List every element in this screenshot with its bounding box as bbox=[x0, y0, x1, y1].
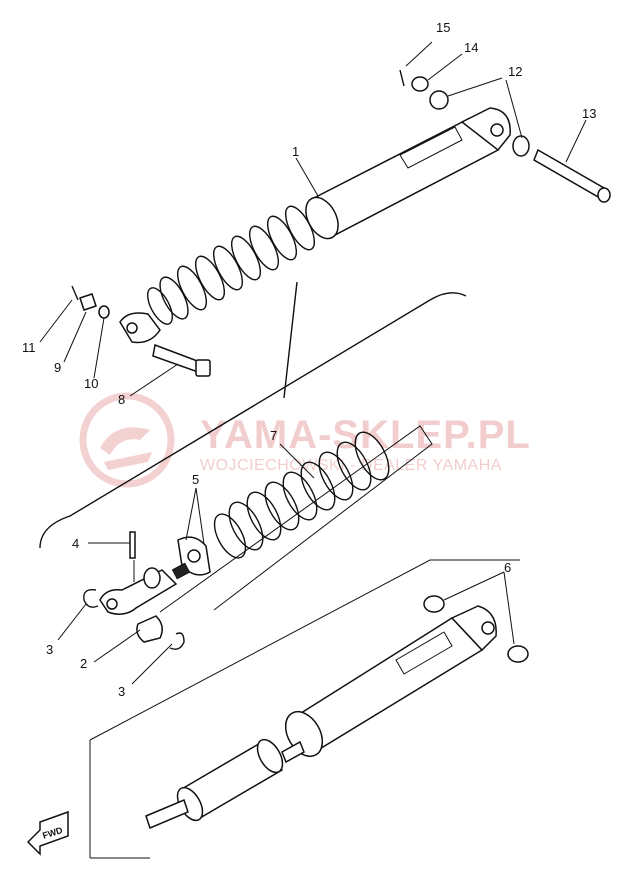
callout-1: 1 bbox=[292, 144, 299, 159]
bolt-8-head bbox=[195, 359, 211, 377]
callout-3b: 3 bbox=[118, 684, 125, 699]
fwd-arrow-icon bbox=[26, 810, 69, 856]
callout-5: 5 bbox=[192, 472, 199, 487]
damper-label-plate bbox=[395, 631, 453, 675]
circlip-3-left bbox=[83, 589, 99, 608]
damper-rod bbox=[281, 740, 305, 764]
shock-top-eye-hole bbox=[490, 123, 504, 137]
shock-bottom-eye bbox=[119, 312, 161, 344]
valve-stem bbox=[145, 798, 189, 830]
washer-10 bbox=[98, 305, 110, 319]
callout-3a: 3 bbox=[46, 642, 53, 657]
shock-body-upper bbox=[308, 117, 500, 236]
collar-6-b bbox=[507, 645, 529, 663]
leader-lines-upper bbox=[39, 41, 587, 397]
watermark-title: YAMA-SKLEP.PL bbox=[200, 413, 531, 457]
exploded-box-top bbox=[159, 425, 433, 613]
shock-spring-upper bbox=[146, 205, 316, 325]
shock-bottom-eye-hole bbox=[126, 322, 138, 334]
callout-4: 4 bbox=[72, 536, 79, 551]
exploded-box-mid bbox=[89, 559, 520, 741]
watermark-subtitle: WOJCIECHOWSKI - DEALER YAMAHA bbox=[200, 457, 502, 474]
fwd-arrow-badge: FWD bbox=[26, 810, 69, 856]
shaft-13 bbox=[533, 148, 605, 200]
cotter-pin-15 bbox=[399, 69, 405, 87]
callout-labels: 1 2 3 3 4 5 6 7 8 9 10 11 12 13 14 15 bbox=[22, 20, 596, 699]
callout-14: 14 bbox=[464, 40, 478, 55]
damper-top-eye-hole bbox=[481, 621, 495, 635]
collar-12-a bbox=[429, 90, 449, 110]
callout-2: 2 bbox=[80, 656, 87, 671]
watermark-logo bbox=[79, 392, 175, 488]
collar-12-b bbox=[512, 135, 530, 157]
callout-13: 13 bbox=[582, 106, 596, 121]
callout-9: 9 bbox=[54, 360, 61, 375]
damper-top-eye bbox=[450, 605, 497, 652]
reservoir-cap bbox=[256, 738, 284, 774]
assembly-link-line bbox=[283, 281, 298, 399]
section-divider bbox=[39, 292, 467, 549]
shock-top-eye bbox=[460, 107, 511, 152]
nut-9 bbox=[79, 293, 97, 311]
callout-10: 10 bbox=[84, 376, 98, 391]
watermark: YAMA-SKLEP.PL WOJCIECHOWSKI - DEALER YAM… bbox=[79, 392, 531, 488]
rear-shock-assembly-upper bbox=[71, 69, 611, 377]
shock-label-plate-upper bbox=[399, 126, 463, 169]
bolt-8 bbox=[152, 343, 201, 373]
washer-14 bbox=[411, 76, 429, 92]
pin-4 bbox=[129, 531, 136, 559]
circlip-3-right bbox=[169, 632, 185, 650]
callout-15: 15 bbox=[436, 20, 450, 35]
callout-8: 8 bbox=[118, 392, 125, 407]
bushing-2 bbox=[136, 615, 163, 643]
leader-lines-lower bbox=[57, 443, 515, 685]
callout-11: 11 bbox=[22, 340, 36, 355]
callout-7: 7 bbox=[270, 428, 277, 443]
rear-shock-assembly-exploded bbox=[83, 425, 529, 859]
shaft-13-end bbox=[597, 187, 611, 203]
spring-7 bbox=[213, 431, 390, 559]
cotter-pin-11 bbox=[71, 285, 79, 301]
collar-6-a bbox=[423, 595, 445, 613]
spring-seat-5-hole bbox=[187, 549, 201, 563]
callout-6: 6 bbox=[504, 560, 511, 575]
lower-eye-adjuster bbox=[99, 562, 191, 615]
callout-12: 12 bbox=[508, 64, 522, 79]
